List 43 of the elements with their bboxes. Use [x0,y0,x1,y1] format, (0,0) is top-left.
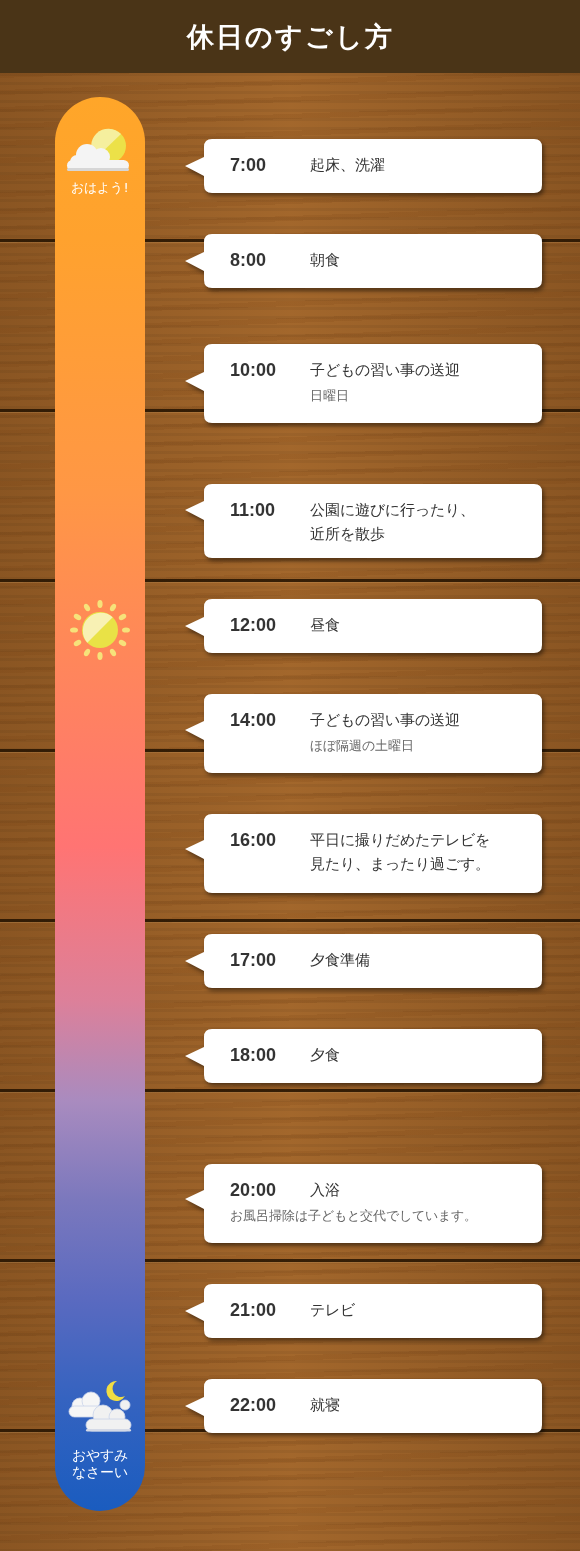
time-label: 17:00 [230,949,277,972]
time-label: 7:00 [230,154,267,177]
speech-bubble [185,694,542,773]
title-bar: 休日のすごし方 [0,0,580,73]
time-label: 21:00 [230,1299,277,1322]
time-label: 14:00 [230,709,277,732]
morning-greeting: おはよう! [70,179,130,196]
time-label: 8:00 [230,249,267,272]
time-label: 16:00 [230,829,277,852]
activity-text: 平日に撮りだめたテレビを見たり、まったり過ごす。 [310,830,491,875]
speech-bubble [185,1164,542,1243]
speech-bubble [185,234,542,288]
activity-text: 入浴 [310,1180,341,1201]
activity-text: 夕食 [310,1045,341,1066]
activity-text: 夕食準備 [310,950,371,971]
time-label: 11:00 [230,499,276,522]
note-text: お風呂掃除は子どもと交代でしています。 [230,1207,477,1225]
speech-bubble [185,1284,542,1338]
speech-bubble [185,344,542,423]
speech-bubble [185,1029,542,1083]
activity-text: 朝食 [310,250,341,271]
activity-text: 公園に遊びに行ったり、近所を散歩 [310,500,476,545]
activity-text: テレビ [310,1300,356,1321]
timeline-bar [55,97,145,1511]
time-label: 22:00 [230,1394,277,1417]
note-text: ほぼ隔週の土曜日 [310,737,414,755]
speech-bubble [185,1379,542,1433]
note-text: 日曜日 [310,387,349,405]
speech-bubble [185,139,542,193]
time-label: 18:00 [230,1044,277,1067]
speech-bubble [185,484,542,558]
time-label: 20:00 [230,1179,277,1202]
activity-text: 子どもの習い事の送迎 [310,710,461,731]
speech-bubble [185,814,542,893]
activity-text: 子どもの習い事の送迎 [310,360,461,381]
activity-text: 起床、洗濯 [310,155,386,176]
activity-text: 就寝 [310,1395,341,1416]
night-greeting: おやすみなさーい [71,1447,129,1481]
speech-bubble [185,934,542,988]
time-label: 12:00 [230,614,277,637]
activity-text: 昼食 [310,615,341,636]
time-label: 10:00 [230,359,277,382]
speech-bubble [185,599,542,653]
